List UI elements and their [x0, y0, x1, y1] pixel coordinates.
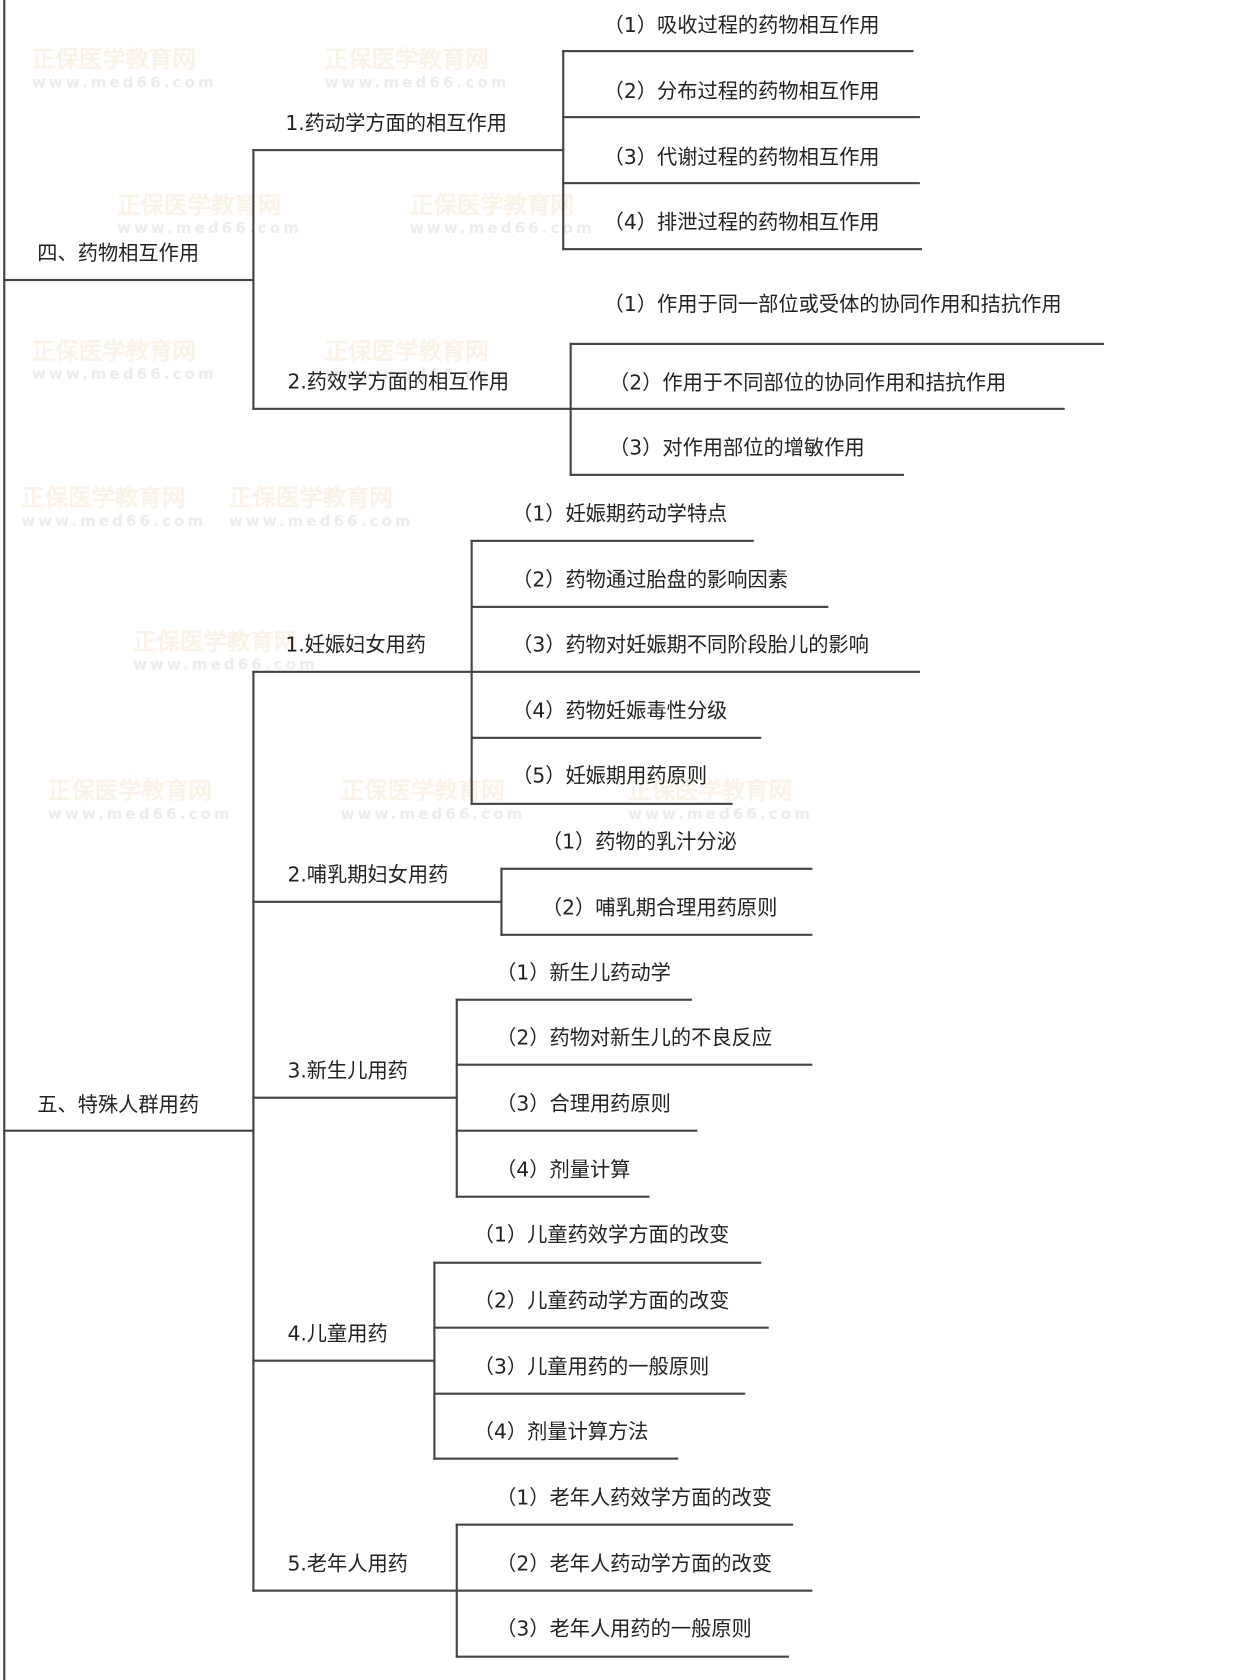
leaf-item: （1）老年人药效学方面的改变 — [496, 1486, 773, 1510]
leaf-item: （2）儿童药动学方面的改变 — [473, 1289, 730, 1313]
leaf-item: （2）药物对新生儿的不良反应 — [496, 1026, 773, 1050]
leaf-item: （2）作用于不同部位的协同作用和拮抗作用 — [609, 371, 1007, 396]
leaf-underline — [433, 1261, 762, 1264]
leaf-underline — [433, 1392, 746, 1395]
leaf-underline — [470, 802, 733, 805]
leaf-underline — [562, 248, 923, 251]
leaf-item: （1）吸收过程的药物相互作用 — [603, 13, 880, 38]
leaf-item: （1）新生儿药动学 — [496, 961, 671, 985]
section-spine — [252, 670, 255, 1592]
branch-connector — [252, 1096, 458, 1099]
branch-title: 2.哺乳期妇女用药 — [287, 863, 449, 887]
watermark-url: www.med66.com — [228, 513, 414, 531]
leaf-item: （2）哺乳期合理用药原则 — [541, 896, 778, 920]
leaf-underline — [470, 670, 920, 673]
branch-spine — [433, 1261, 436, 1460]
leaf-item: （3）代谢过程的药物相互作用 — [603, 145, 880, 170]
branch-connector — [252, 1589, 458, 1592]
branch-spine — [500, 867, 503, 936]
watermark-url: www.med66.com — [340, 805, 526, 824]
leaf-underline — [455, 1195, 650, 1198]
leaf-underline — [569, 407, 1065, 410]
leaf-underline — [500, 933, 813, 936]
watermark-url: www.med66.com — [324, 74, 510, 92]
branch-connector — [252, 149, 565, 152]
leaf-underline — [569, 342, 1105, 345]
leaf-underline — [455, 1655, 789, 1658]
leaf-item: （4）排泄过程的药物相互作用 — [603, 210, 880, 235]
leaf-item: （2）药物通过胎盘的影响因素 — [512, 568, 788, 592]
branch-title: 3.新生儿用药 — [287, 1059, 408, 1083]
leaf-item: （3）对作用部位的增敏作用 — [609, 436, 865, 460]
leaf-underline — [562, 50, 914, 53]
branch-connector — [252, 670, 473, 673]
watermark-url: www.med66.com — [31, 74, 217, 92]
leaf-item: （3）合理用药原则 — [496, 1092, 671, 1116]
leaf-item: （3）老年人用药的一般原则 — [496, 1617, 752, 1641]
leaf-underline — [569, 473, 904, 476]
leaf-item: （4）药物妊娠毒性分级 — [512, 699, 728, 723]
leaf-underline — [562, 116, 920, 119]
leaf-underline — [433, 1326, 769, 1329]
branch-connector — [252, 900, 503, 903]
branch-title: 1.药动学方面的相互作用 — [285, 111, 507, 136]
branch-title: 4.儿童用药 — [287, 1322, 388, 1346]
branch-connector — [252, 407, 572, 410]
leaf-item: （1）作用于同一部位或受体的协同作用和拮抗作用 — [603, 292, 1062, 317]
leaf-underline — [455, 998, 693, 1001]
branch-title: 5.老年人用药 — [287, 1552, 408, 1576]
section-connector — [3, 1129, 255, 1132]
leaf-item: （5）妊娠期用药原则 — [512, 764, 708, 788]
leaf-underline — [455, 1063, 813, 1066]
section-spine — [252, 149, 255, 410]
section-connector — [3, 278, 255, 282]
leaf-item: （4）剂量计算方法 — [473, 1420, 649, 1444]
root-spine — [3, 0, 6, 1680]
leaf-item: （1）儿童药效学方面的改变 — [473, 1223, 730, 1247]
section-title: 五、特殊人群用药 — [37, 1093, 200, 1117]
leaf-item: （1）药物的乳汁分泌 — [541, 830, 737, 854]
leaf-underline — [470, 736, 762, 739]
watermark-url: www.med66.com — [117, 220, 302, 238]
watermark-url: www.med66.com — [21, 513, 207, 531]
section-title: 四、药物相互作用 — [37, 241, 200, 266]
leaf-item: （2）老年人药动学方面的改变 — [496, 1552, 773, 1576]
leaf-underline — [433, 1457, 679, 1460]
branch-connector — [252, 1359, 436, 1362]
leaf-item: （2）分布过程的药物相互作用 — [603, 79, 880, 104]
leaf-underline — [455, 1129, 698, 1132]
branch-spine — [562, 50, 565, 251]
leaf-underline — [562, 182, 920, 185]
watermark-url: www.med66.com — [409, 220, 595, 238]
leaf-underline — [455, 1589, 813, 1592]
leaf-underline — [470, 539, 754, 542]
leaf-underline — [500, 867, 813, 870]
leaf-item: （4）剂量计算 — [496, 1158, 631, 1182]
leaf-item: （3）儿童用药的一般原则 — [473, 1355, 710, 1379]
watermark-url: www.med66.com — [47, 805, 233, 824]
leaf-item: （3）药物对妊娠期不同阶段胎儿的影响 — [512, 633, 869, 657]
branch-title: 2.药效学方面的相互作用 — [287, 370, 510, 394]
branch-spine — [455, 998, 458, 1198]
watermark-url: www.med66.com — [628, 805, 814, 824]
leaf-item: （1）妊娠期药动学特点 — [512, 502, 728, 526]
leaf-underline — [455, 1523, 794, 1526]
branch-title: 1.妊娠妇女用药 — [285, 633, 427, 657]
leaf-underline — [470, 605, 829, 608]
watermark-url: www.med66.com — [31, 366, 217, 384]
